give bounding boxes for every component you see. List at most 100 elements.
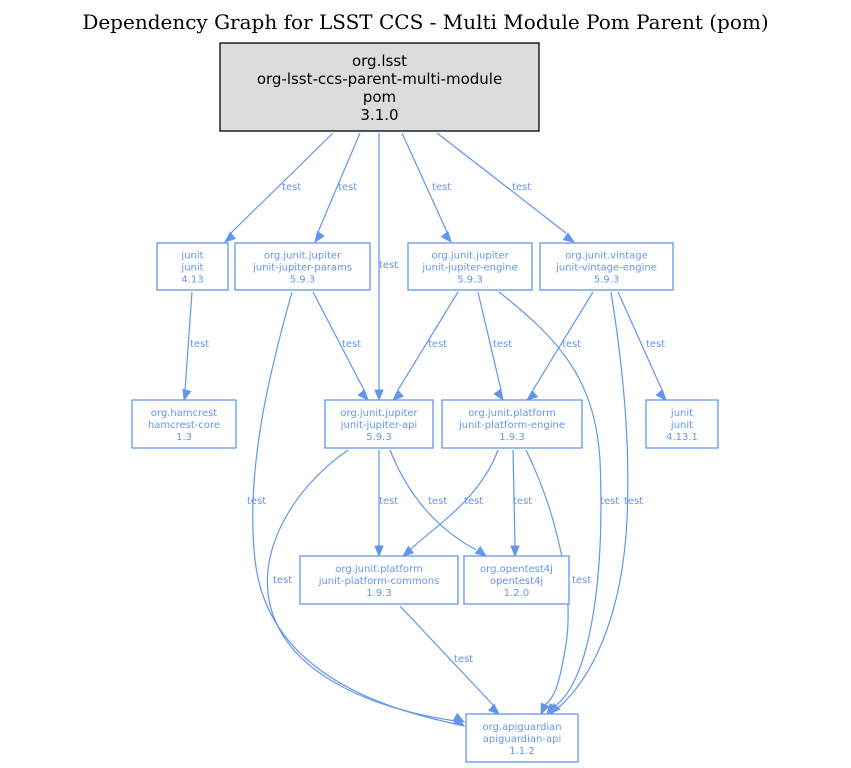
node-packaging: pom [363, 88, 396, 106]
node-group-id: org.junit.jupiter [340, 408, 418, 419]
edge-line [317, 132, 361, 233]
node-version: 5.9.3 [457, 275, 482, 286]
node-artifact-id: hamcrest-core [148, 420, 220, 431]
node-version: 1.3 [176, 432, 192, 443]
edge-line [617, 291, 663, 391]
arrowhead-icon [562, 232, 576, 243]
node-box [219, 42, 540, 132]
node-artifact-id: apiguardian-api [483, 734, 561, 745]
edge-platform-engine-to-opentest4j: test [510, 449, 532, 558]
edge-label: test [342, 339, 361, 350]
edge-label: test [247, 496, 266, 507]
edge-label: test [379, 496, 398, 507]
arrowhead-icon [493, 388, 504, 402]
edge-vintage-engine-to-junit4131: test [617, 291, 667, 402]
edge-label: test [600, 496, 619, 507]
edge-label: test [493, 339, 512, 350]
edge-label: test [379, 260, 398, 271]
arrowhead-icon [182, 388, 192, 402]
arrowhead-icon [374, 389, 384, 402]
node-box [465, 713, 579, 763]
node-box [645, 399, 719, 449]
edge-line [184, 291, 193, 391]
node-box [539, 242, 674, 291]
edge-label: test [432, 182, 451, 193]
node-version: 1.9.3 [499, 432, 524, 443]
node-jupiter-params[interactable]: org.junit.jupiterjunit-jupiter-params5.9… [234, 242, 371, 291]
arrowhead-icon [357, 389, 369, 402]
node-group-id: org.junit.vintage [565, 251, 648, 262]
node-platform-engine[interactable]: org.junit.platformjunit-platform-engine1… [441, 399, 583, 449]
edge-label: test [572, 575, 591, 586]
node-jupiter-engine[interactable]: org.junit.jupiterjunit-jupiter-engine5.9… [407, 242, 533, 291]
edge-label: test [646, 339, 665, 350]
edge-root-to-vintage-engine: test [436, 132, 576, 243]
node-platform-commons[interactable]: org.junit.platformjunit-platform-commons… [299, 555, 459, 605]
edge-line [409, 449, 499, 551]
edge-vintage-engine-to-apiguardian: test [549, 291, 643, 716]
arrowhead-icon [401, 545, 415, 557]
arrowhead-icon [440, 230, 452, 244]
node-box [463, 555, 570, 605]
arrowhead-icon [540, 702, 550, 716]
edge-label: test [190, 339, 209, 350]
edge-line [252, 291, 457, 725]
edge-line [401, 132, 448, 233]
node-group-id: junit [180, 251, 203, 262]
node-root[interactable]: org.lsstorg-lsst-ccs-parent-multi-module… [219, 42, 540, 132]
node-box [299, 555, 459, 605]
node-group-id: org.junit.platform [468, 408, 555, 419]
edge-line [312, 291, 365, 391]
edge-label: test [513, 496, 532, 507]
edge-label: test [338, 182, 357, 193]
edge-jupiter-params-to-jupiter-api: test [312, 291, 369, 402]
node-group-id: org.hamcrest [151, 408, 218, 419]
edge-label: test [562, 339, 581, 350]
node-artifact-id: junit [670, 420, 693, 431]
arrowhead-icon [391, 389, 404, 401]
node-artifact-id: junit-jupiter-api [340, 420, 417, 431]
edge-vintage-engine-to-platform-engine: test [525, 291, 594, 401]
node-version: 1.9.3 [366, 588, 391, 599]
edge-root-to-jupiter-params: test [314, 132, 361, 244]
node-version: 5.9.3 [594, 275, 619, 286]
node-version: 1.2.0 [504, 588, 529, 599]
edge-label: test [454, 654, 473, 665]
node-version: 4.13.1 [666, 432, 698, 443]
edge-line [230, 132, 334, 234]
arrowhead-icon [314, 230, 325, 244]
edge-junit413-to-hamcrest: test [182, 291, 209, 402]
node-artifact-id: org-lsst-ccs-parent-multi-module [257, 70, 502, 88]
edge-label: test [273, 575, 292, 586]
arrowhead-icon [510, 545, 520, 558]
edge-line [436, 132, 567, 234]
node-group-id: org.junit.platform [335, 564, 422, 575]
edge-line [532, 291, 594, 391]
arrowhead-icon [655, 389, 667, 402]
edge-line [525, 449, 569, 707]
node-version: 5.9.3 [290, 275, 315, 286]
edge-label: test [428, 496, 447, 507]
node-box [156, 242, 229, 291]
edge-line [397, 291, 459, 391]
edge-platform-engine-to-platform-commons: test [401, 449, 499, 557]
node-box [234, 242, 371, 291]
edge-line [389, 449, 477, 551]
edge-line [477, 291, 502, 391]
node-group-id: org.lsst [352, 52, 407, 70]
edge-platform-commons-to-apiguardian: test [399, 605, 501, 715]
node-artifact-id: opentest4j [490, 576, 543, 587]
node-artifact-id: junit [180, 263, 203, 274]
edge-jupiter-api-to-platform-commons: test [374, 450, 398, 558]
node-artifact-id: junit-vintage-engine [555, 263, 657, 274]
node-vintage-engine[interactable]: org.junit.vintagejunit-vintage-engine5.9… [539, 242, 674, 291]
node-box [131, 399, 237, 449]
